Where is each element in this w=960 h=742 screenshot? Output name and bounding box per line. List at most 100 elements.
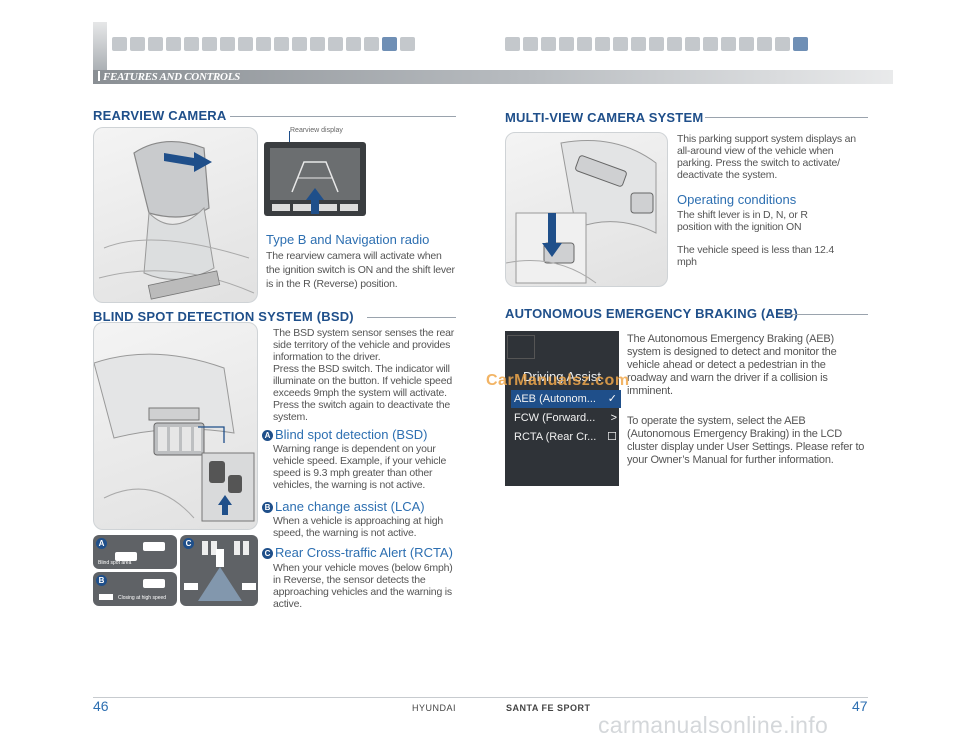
diagram-badge-a: A [96, 538, 107, 549]
audio-icon [274, 37, 289, 51]
shift-lever-image [93, 127, 258, 303]
nav-icon [310, 37, 325, 51]
aeb-lcd-display: Driving Assist AEB (Autonom... ✓ FCW (For… [505, 331, 621, 486]
header-band [93, 70, 893, 84]
camera-icon [721, 37, 736, 51]
footer-rule [93, 697, 868, 698]
bsd-rule [367, 317, 456, 318]
phone-icon [256, 37, 271, 51]
multiview-subhead: Operating conditions [677, 192, 797, 207]
speaker-icon [757, 37, 772, 51]
diagram-a-caption: Blind spot area [98, 560, 132, 566]
rearview-body: The rearview camera will activate when t… [266, 250, 455, 290]
car-icon [143, 579, 165, 588]
footer-brand-left: HYUNDAI [412, 703, 457, 713]
section-header-title: FEATURES AND CONTROLS [98, 70, 240, 84]
monitor-icon [346, 37, 361, 51]
diagram-badge-c: C [183, 538, 194, 549]
lcd-item-aeb[interactable]: AEB (Autonom... ✓ [511, 390, 621, 408]
bsd-item-a-heading-text: Blind spot detection (BSD) [275, 427, 428, 442]
speaker-icon [364, 37, 379, 51]
rearview-display-image [264, 142, 366, 216]
lcd-panel-box [507, 335, 535, 359]
display-icon [775, 37, 790, 51]
bsd-intro: The BSD system sensor senses the rear si… [273, 327, 455, 363]
mirror-icon [631, 37, 646, 51]
diagram-badge-b: B [96, 575, 107, 586]
lcd-item-fcw[interactable]: FCW (Forward... > [511, 409, 621, 427]
page-number-left: 46 [93, 698, 109, 714]
bsd-item-b-heading-text: Lane change assist (LCA) [275, 499, 425, 514]
seat-icon [112, 37, 127, 51]
bsd-item-a-text: Warning range is dependent on your vehic… [273, 443, 447, 491]
bsd-diagram-c: C [180, 535, 258, 606]
display-icon [382, 37, 397, 51]
badge-b: B [262, 502, 273, 513]
car-icon [577, 37, 592, 51]
bsd-item-c-text: When your vehicle moves (below 6mph) in … [273, 562, 453, 610]
multiview-title: MULTI-VIEW CAMERA SYSTEM [505, 110, 704, 125]
rearview-title: REARVIEW CAMERA [93, 108, 227, 123]
bsd-diagram-b: B Closing at high speed [93, 572, 177, 606]
bsd-diagram-a: A Blind spot area [93, 535, 177, 569]
child-seat-icon [148, 37, 163, 51]
wiper-icon [595, 37, 610, 51]
phone-icon [649, 37, 664, 51]
header-tab [93, 22, 107, 84]
site-watermark: carmanualsonline.info [598, 712, 829, 738]
car-side-icon [400, 37, 415, 51]
seat-icon [505, 37, 520, 51]
multiview-body: This parking support system displays an … [677, 133, 856, 181]
mirror-icon [238, 37, 253, 51]
badge-a: A [262, 430, 273, 441]
seatbelt-icon [523, 37, 538, 51]
wiper-icon [202, 37, 217, 51]
child-seat-icon [541, 37, 556, 51]
lcd-item-aeb-label: AEB (Autonom... [514, 393, 596, 405]
multiview-switch-image [505, 132, 668, 287]
lcd-item-rcta[interactable]: RCTA (Rear Cr... ☐ [511, 428, 621, 446]
rearview-subhead: Type B and Navigation radio [266, 232, 430, 247]
multiview-rule [705, 117, 868, 118]
footer-brand-right: SANTA FE SPORT [506, 703, 591, 713]
car-icon [115, 552, 137, 561]
bsd-title: BLIND SPOT DETECTION SYSTEM (BSD) [93, 309, 354, 324]
right-icon-strip [505, 37, 808, 53]
aeb-body-1: The Autonomous Emergency Braking (AEB) s… [627, 333, 837, 397]
diagram-b-caption: Closing at high speed [118, 595, 167, 601]
chevron-right-icon: > [610, 412, 617, 424]
camera-icon [328, 37, 343, 51]
left-icon-strip [112, 37, 415, 53]
key-icon [166, 37, 181, 51]
badge-c: C [262, 548, 273, 559]
aeb-body-2: To operate the system, select the AEB (A… [627, 415, 865, 466]
key-icon [559, 37, 574, 51]
nav-icon [703, 37, 718, 51]
bsd-dashboard-image [93, 322, 258, 530]
monitor-icon [739, 37, 754, 51]
bsd-item-c-heading-text: Rear Cross-traffic Alert (RCTA) [275, 545, 453, 560]
multiview-cond2: The vehicle speed is less than 12.4 mph [677, 244, 835, 268]
rearview-callout: Rearview display [290, 127, 343, 134]
bsd-press-text: Press the BSD switch. The indicator will… [273, 363, 452, 423]
checkbox-icon: ☐ [607, 431, 617, 443]
rearview-rule [230, 116, 456, 117]
car-icon [184, 37, 199, 51]
multiview-cond1: The shift lever is in D, N, or R positio… [677, 209, 808, 233]
lcd-item-rcta-label: RCTA (Rear Cr... [514, 431, 597, 443]
climate-icon [685, 37, 700, 51]
lcd-title: Driving Assist [522, 369, 602, 384]
bsd-item-b-text: When a vehicle is approaching at high sp… [273, 515, 444, 539]
check-icon: ✓ [607, 393, 617, 405]
climate-icon [292, 37, 307, 51]
car-icon [143, 542, 165, 551]
light-icon [613, 37, 628, 51]
light-icon [220, 37, 235, 51]
seatbelt-icon [130, 37, 145, 51]
page-number-right: 47 [852, 698, 868, 714]
aeb-rule [778, 314, 868, 315]
lcd-item-fcw-label: FCW (Forward... [514, 412, 596, 424]
